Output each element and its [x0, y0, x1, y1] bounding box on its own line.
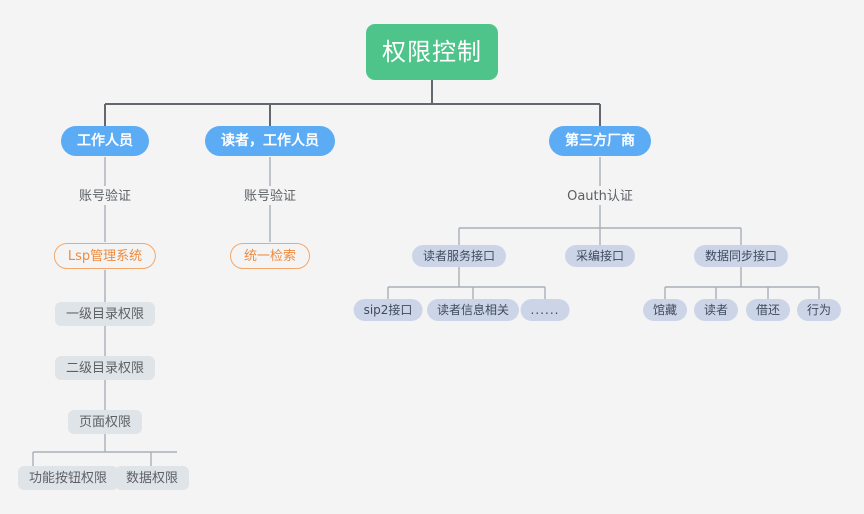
node-reader-more-ellipsis[interactable]: ...... [520, 299, 570, 321]
node-root-permission-control[interactable]: 权限控制 [366, 24, 498, 80]
node-borrow-return[interactable]: 借还 [745, 299, 791, 321]
node-data-sync-api[interactable]: 数据同步接口 [693, 245, 789, 267]
node-level2-directory-permission[interactable]: 二级目录权限 [54, 356, 156, 380]
node-reader-info-related[interactable]: 读者信息相关 [426, 299, 520, 321]
edge-label-oauth-auth: Oauth认证 [567, 188, 633, 204]
node-reader[interactable]: 读者 [693, 299, 739, 321]
node-lsp-management-system[interactable]: Lsp管理系统 [53, 243, 157, 269]
node-page-permission[interactable]: 页面权限 [67, 410, 143, 434]
node-behavior[interactable]: 行为 [796, 299, 842, 321]
node-collection[interactable]: 馆藏 [642, 299, 688, 321]
node-reader-and-staff[interactable]: 读者，工作人员 [205, 126, 335, 156]
node-staff[interactable]: 工作人员 [61, 126, 149, 156]
node-sip2-api[interactable]: sip2接口 [353, 299, 423, 321]
node-function-button-permission[interactable]: 功能按钮权限 [17, 466, 119, 490]
node-level1-directory-permission[interactable]: 一级目录权限 [54, 302, 156, 326]
node-acquisition-api[interactable]: 采编接口 [564, 245, 636, 267]
node-data-permission[interactable]: 数据权限 [114, 466, 190, 490]
node-unified-search[interactable]: 统一检索 [229, 243, 311, 269]
edge-label-account-auth-2: 账号验证 [243, 188, 297, 204]
node-third-party-vendor[interactable]: 第三方厂商 [549, 126, 651, 156]
node-reader-service-api[interactable]: 读者服务接口 [411, 245, 507, 267]
edge-label-account-auth-1: 账号验证 [78, 188, 132, 204]
